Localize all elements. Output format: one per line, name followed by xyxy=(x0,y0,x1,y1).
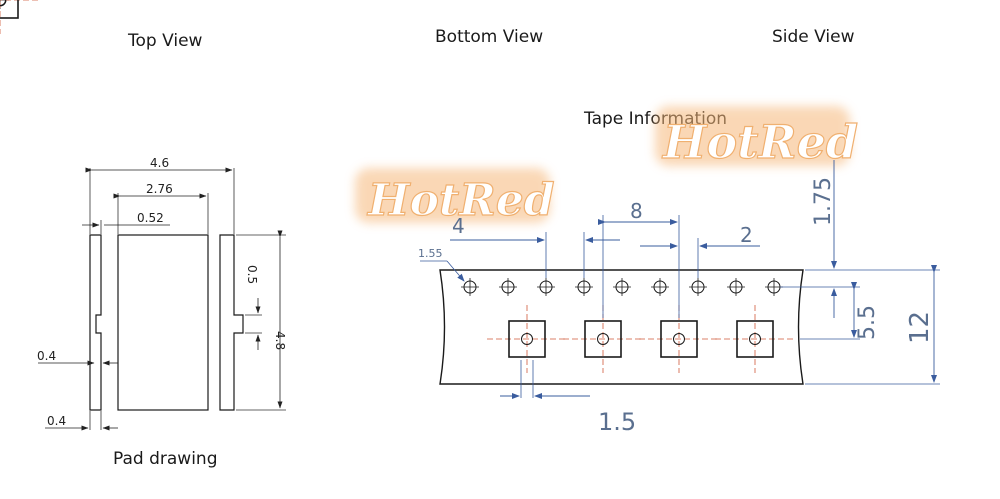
center-pad xyxy=(117,234,209,411)
edge-to-holes-label: 1.75 xyxy=(811,177,836,226)
svg-text:HotRed: HotRed xyxy=(366,175,555,226)
pad-gap-label: 0.52 xyxy=(137,211,164,225)
tape-dimension-labels: 4 8 2 1.55 1.75 5.5 12 1.5 xyxy=(418,177,935,436)
watermark-right: HotRed xyxy=(655,106,859,170)
side-view-heading: Side View xyxy=(772,27,855,47)
pad-width-label: 0.4 xyxy=(47,414,66,428)
carrier-tape xyxy=(0,0,940,399)
pad-drawing xyxy=(38,167,286,431)
top-view-heading: Top View xyxy=(128,31,203,51)
pad-tab-width-label: 0.4 xyxy=(37,349,56,363)
pocket-hole-label: 1.5 xyxy=(598,408,636,436)
hole-to-center-label: 5.5 xyxy=(855,305,880,340)
pad-height-label: 4.8 xyxy=(273,331,287,350)
hole-to-pocket-label: 2 xyxy=(740,223,753,247)
right-pad xyxy=(219,234,244,411)
pad-drawing-heading: Pad drawing xyxy=(113,449,218,469)
left-pad xyxy=(89,234,102,411)
pad-notch-label: 0.5 xyxy=(245,265,259,284)
pocket-pitch-label: 8 xyxy=(630,199,643,223)
svg-text:HotRed: HotRed xyxy=(661,115,858,169)
pad-inner-width-label: 2.76 xyxy=(146,182,173,196)
pad-dimension-labels: 4.6 2.76 0.52 4.8 0.5 0.4 0.4 xyxy=(37,156,287,428)
sprocket-pitch-label: 4 xyxy=(452,214,465,238)
tape-width-label: 12 xyxy=(905,311,935,344)
pad-overall-width-label: 4.6 xyxy=(150,156,169,170)
bottom-view-heading: Bottom View xyxy=(435,27,544,47)
hole-diameter-label: 1.55 xyxy=(418,247,443,260)
watermark-left: HotRed xyxy=(355,168,555,227)
